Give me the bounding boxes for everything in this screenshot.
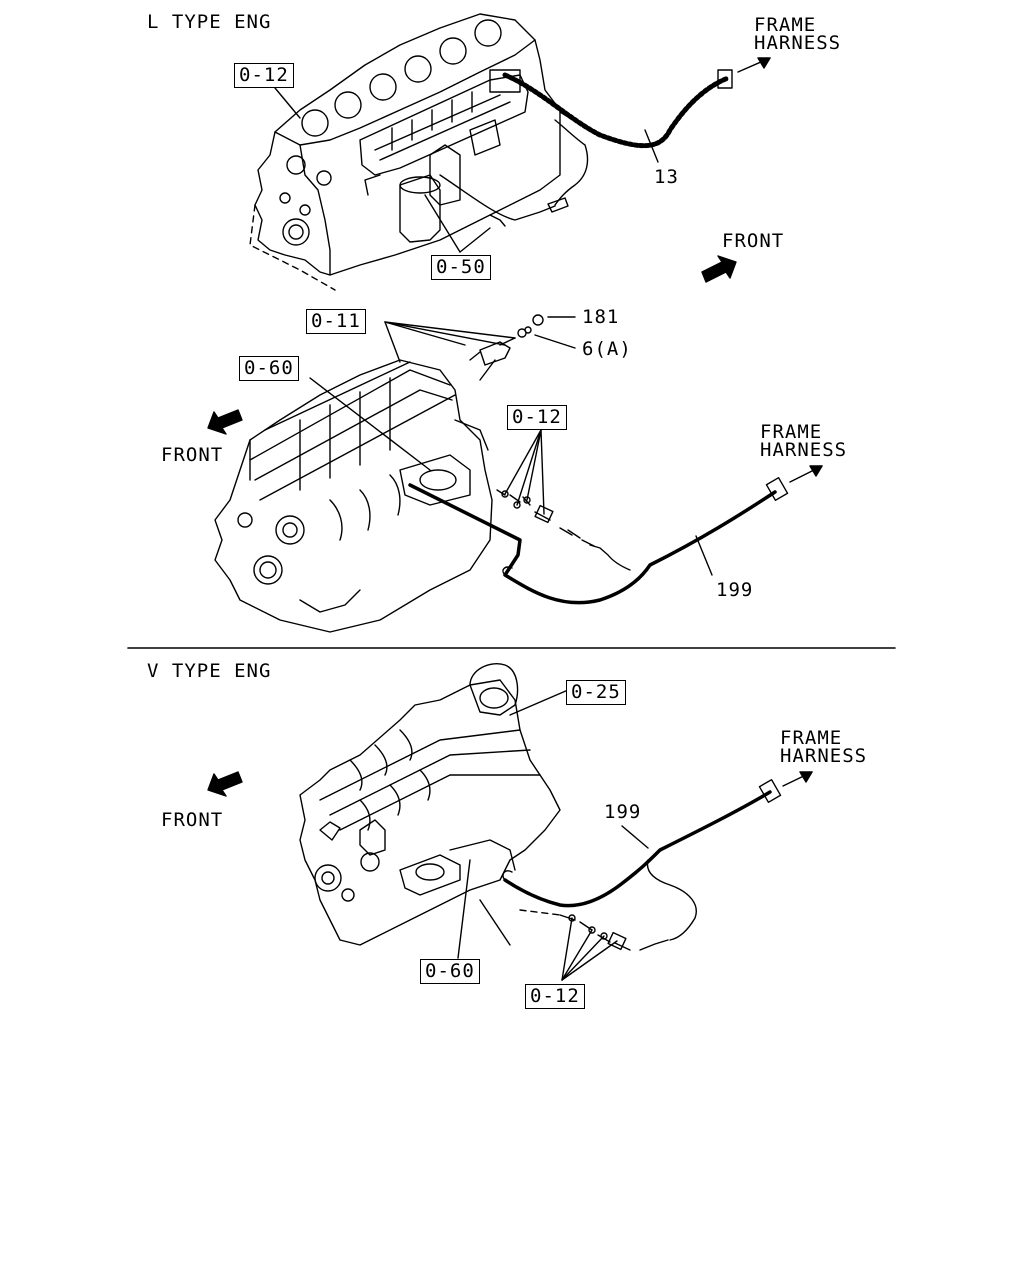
ref-0-11: 0-11	[306, 309, 366, 334]
front-label-v: FRONT	[161, 809, 224, 831]
front-arrow-v	[207, 771, 243, 797]
harness-text: HARNESS	[780, 745, 868, 768]
v-leaders	[457, 689, 618, 981]
ref-0-50: 0-50	[431, 255, 491, 280]
front-arrow-lower	[207, 409, 243, 435]
frame-text: FRAME	[760, 421, 823, 443]
v-type-heading: V TYPE ENG	[147, 660, 272, 682]
harness-text: HARNESS	[760, 439, 848, 462]
frame-harness-lower: FRAME HARNESS	[760, 421, 848, 462]
part-6a-label: 6(A)	[582, 338, 632, 360]
part-13-label: 13	[654, 166, 679, 188]
ref-0-12-lower: 0-12	[507, 405, 567, 430]
v-engine-block	[299, 663, 561, 946]
ref-0-60-v: 0-60	[420, 959, 480, 984]
l-lower-harness-199	[408, 314, 823, 605]
frame-text: FRAME	[780, 727, 843, 749]
ref-0-60-lower: 0-60	[239, 356, 299, 381]
v-harness-199	[502, 771, 813, 951]
ref-0-12-v: 0-12	[525, 984, 585, 1009]
part-199-lower-label: 199	[716, 579, 754, 601]
part-199-v-label: 199	[604, 801, 642, 823]
front-arrow-upper	[701, 255, 737, 283]
part-181-label: 181	[582, 306, 620, 328]
front-label-lower: FRONT	[161, 444, 224, 466]
ref-0-12-upper: 0-12	[234, 63, 294, 88]
harness-text: HARNESS	[754, 32, 842, 55]
front-label-upper: FRONT	[722, 230, 785, 252]
l-lower-leaders	[309, 316, 576, 515]
l-upper-harness-13	[439, 57, 771, 227]
l-engine-block-lower	[214, 359, 493, 633]
l-type-heading: L TYPE ENG	[147, 11, 272, 33]
frame-harness-v: FRAME HARNESS	[780, 727, 868, 768]
l-upper-leaders	[274, 87, 491, 253]
l-engine-block-upper	[249, 13, 561, 291]
ref-0-25: 0-25	[566, 680, 626, 705]
frame-harness-upper: FRAME HARNESS	[754, 14, 842, 55]
frame-text: FRAME	[754, 14, 817, 36]
